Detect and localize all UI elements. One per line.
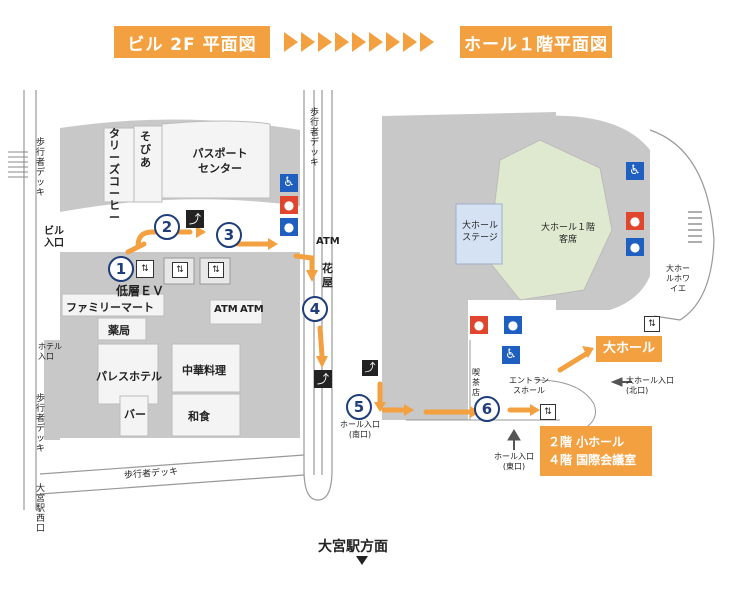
male-restroom-icon: ● bbox=[504, 316, 522, 334]
female-restroom-icon: ● bbox=[626, 212, 644, 230]
shop-blocks bbox=[61, 120, 271, 437]
label-palace-hotel: パレスホテル bbox=[96, 370, 162, 383]
elevator-icon: ⇅ bbox=[540, 404, 556, 420]
entrance-arrows bbox=[507, 377, 632, 450]
seating-area bbox=[487, 139, 613, 301]
foyer-stairs bbox=[688, 211, 702, 243]
step-marker-5: 5 bbox=[346, 394, 372, 420]
label-pharmacy: 薬局 bbox=[108, 324, 130, 337]
accessible-icon: ♿ bbox=[502, 346, 520, 364]
escalator-icon: ⤴ bbox=[186, 210, 204, 228]
escalator-icon: ⤴ bbox=[314, 370, 332, 388]
entrance-hall-floor bbox=[406, 340, 596, 431]
direction-label: 大宮駅方面 bbox=[318, 539, 388, 555]
label-stage: 大ホールステージ bbox=[462, 221, 499, 243]
accessible-icon: ♿ bbox=[280, 174, 298, 192]
label-walkway-top: 歩行者デッキ bbox=[310, 108, 320, 168]
direction-arrows bbox=[284, 32, 434, 52]
male-restroom-icon: ● bbox=[626, 238, 644, 256]
female-restroom-icon: ● bbox=[280, 196, 298, 214]
label-building-entrance: ビル入口 bbox=[44, 226, 64, 249]
label-north-entrance: 大ホール入口(北口) bbox=[626, 376, 674, 395]
label-south-entrance: ホール入口(南口) bbox=[340, 420, 380, 439]
label-east-entrance: ホール入口(東口) bbox=[494, 452, 534, 471]
step-marker-1: 1 bbox=[108, 256, 134, 282]
label-sobia: そびあ bbox=[140, 130, 151, 169]
elevator-icon: ⇅ bbox=[172, 262, 188, 278]
label-seats: 大ホール１階客席 bbox=[540, 223, 595, 245]
elevator-icon: ⇅ bbox=[208, 262, 224, 278]
walkway-stairs bbox=[8, 151, 28, 178]
label-atm: ATM bbox=[240, 304, 264, 315]
step-marker-2: 2 bbox=[154, 214, 180, 240]
label-tullys: タリーズコーヒー bbox=[109, 127, 120, 224]
building-walkways bbox=[23, 90, 333, 510]
route-path bbox=[125, 229, 589, 415]
label-west-exit: 大宮駅西口 bbox=[36, 484, 46, 534]
step-marker-6: 6 bbox=[474, 396, 500, 422]
label-florist: 花屋 bbox=[322, 262, 333, 289]
elevator-icon: ⇅ bbox=[644, 316, 660, 332]
female-restroom-icon: ● bbox=[470, 316, 488, 334]
label-hotel-entrance: ホテル入口 bbox=[38, 342, 62, 361]
step-marker-3: 3 bbox=[216, 222, 242, 248]
escalator-icon: ⤴ bbox=[362, 360, 378, 376]
label-walkway-left-top: 歩行者デッキ bbox=[36, 138, 46, 198]
label-atm: ATM bbox=[316, 236, 340, 247]
hall-1f-title: ホール１階平面図 bbox=[460, 26, 612, 58]
label-chinese: 中華料理 bbox=[182, 364, 226, 377]
foyer-outline bbox=[649, 129, 715, 321]
label-familymart: ファミリーマート bbox=[66, 301, 154, 314]
step-marker-4: 4 bbox=[302, 296, 328, 322]
label-entrance-hall: エントランスホール bbox=[509, 376, 549, 395]
label-foyer: 大ホールホワイエ bbox=[666, 264, 690, 293]
label-japanese: 和食 bbox=[188, 410, 210, 423]
label-walkway-left-bottom: 歩行者デッキ bbox=[36, 394, 46, 454]
accessible-icon: ♿ bbox=[626, 162, 644, 180]
small-hall-destination: ２階 小ホール ４階 国際会議室 bbox=[540, 426, 652, 476]
label-bar: バー bbox=[124, 408, 146, 421]
building-2f-title: ビル 2F 平面図 bbox=[114, 26, 270, 58]
down-arrow-icon bbox=[356, 556, 368, 565]
conference-label: ４階 国際会議室 bbox=[548, 453, 637, 467]
label-passport: パスポートセンター bbox=[192, 147, 248, 175]
elevator-icon: ⇅ bbox=[136, 260, 154, 278]
male-restroom-icon: ● bbox=[280, 218, 298, 236]
small-hall-label: ２階 小ホール bbox=[548, 435, 625, 449]
big-hall-destination: 大ホール bbox=[596, 336, 662, 362]
stage-area bbox=[455, 203, 503, 265]
label-low-floor-ev: 低層ＥＶ bbox=[116, 284, 165, 298]
label-atm: ATM bbox=[214, 304, 238, 315]
label-cafe: 喫茶店 bbox=[472, 368, 480, 397]
